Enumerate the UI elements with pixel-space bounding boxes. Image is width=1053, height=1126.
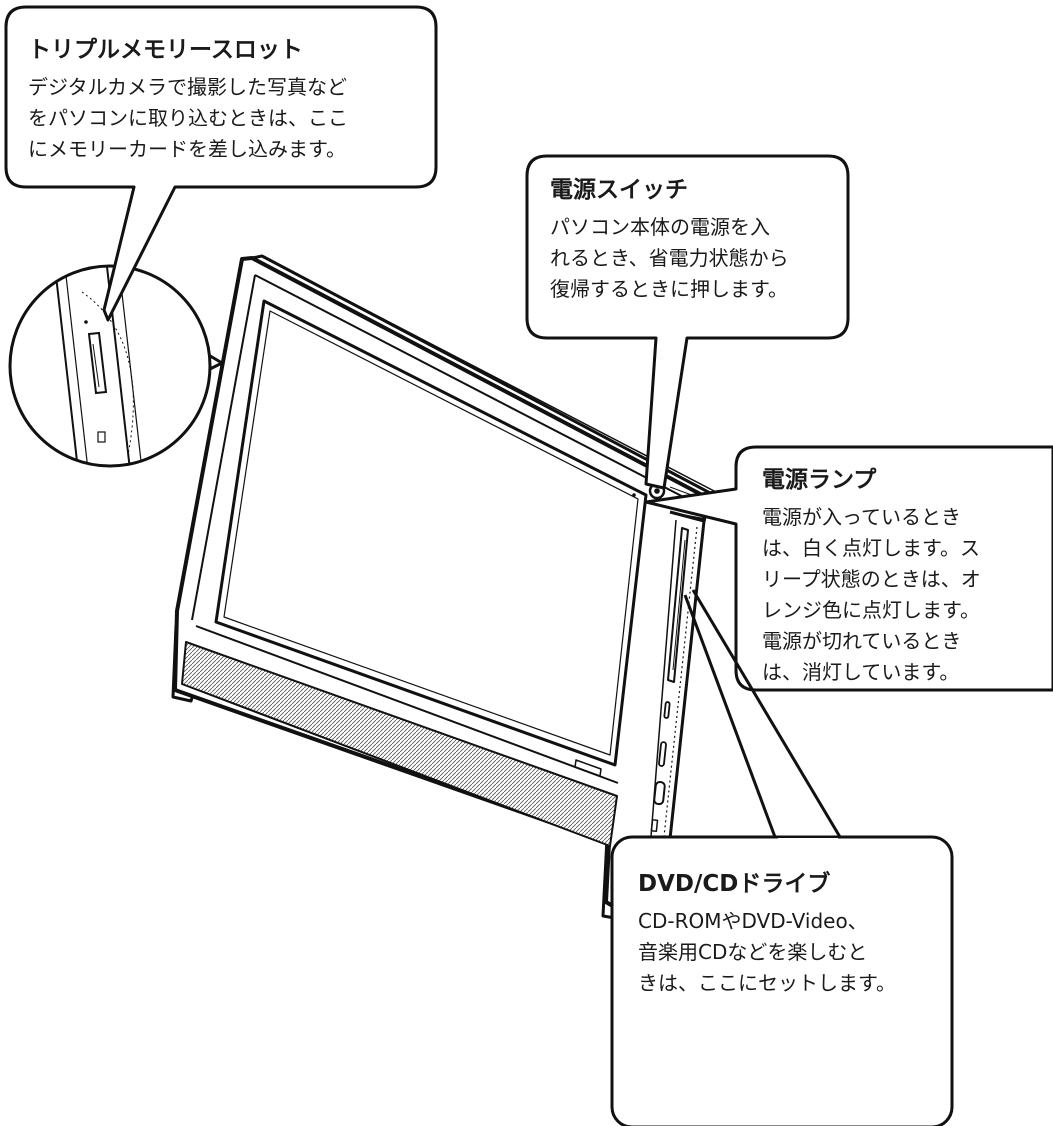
memory-slot-zoom <box>8 264 224 468</box>
callout-line: 復帰するときに押します。 <box>550 277 788 301</box>
callout-line: デジタルカメラで撮影した写真など <box>28 75 347 99</box>
callout-line: パソコン本体の電源を入 <box>550 215 770 239</box>
screen <box>214 299 648 767</box>
bezel-badge <box>574 759 602 777</box>
callout-line: 電源が切れているとき <box>762 629 962 653</box>
side-port-1 <box>663 701 671 719</box>
callout-bubbles <box>4 5 1053 1126</box>
speaker-grille <box>181 641 618 847</box>
callout-line: きは、ここにセットします。 <box>638 971 896 995</box>
callout-power-switch: 電源スイッチ パソコン本体の電源を入 れるとき、省電力状態から 復帰するときに押… <box>550 176 789 305</box>
callout-power-switch-box <box>525 154 850 490</box>
callout-memory-slot-title: トリプルメモリースロット <box>28 37 303 63</box>
callout-line: は、白く点灯します。ス <box>762 536 980 560</box>
dvd-slot <box>667 527 689 683</box>
callout-power-switch-title: 電源スイッチ <box>550 177 688 203</box>
callout-line: にメモリーカードを差し込みます。 <box>28 137 346 161</box>
callout-memory-slot: トリプルメモリースロット デジタルカメラで撮影した写真など をパソコンに取り込む… <box>28 36 348 165</box>
callout-line: をパソコンに取り込むときは、ここ <box>28 106 348 130</box>
callout-line: 電源が入っているとき <box>762 505 961 529</box>
callout-line: CD-ROMやDVD-Video、 <box>638 909 868 933</box>
callout-power-switch-body: パソコン本体の電源を入 れるとき、省電力状態から 復帰するときに押します。 <box>550 212 789 305</box>
callout-dvd-drive-body: CD-ROMやDVD-Video、 音楽用CDなどを楽しむと きは、ここにセット… <box>638 906 896 999</box>
callout-line: れるとき、省電力状態から <box>550 246 789 270</box>
power-lamp <box>632 493 636 497</box>
callout-dvd-drive-box <box>610 835 954 1126</box>
callout-power-lamp: 電源ランプ 電源が入っているとき は、白く点灯します。ス リープ状態のときは、オ… <box>762 466 981 688</box>
side-port-2 <box>658 741 667 767</box>
callout-dvd-drive: DVD/CDドライブ CD-ROMやDVD-Video、 音楽用CDなどを楽しむ… <box>638 870 896 999</box>
monitor <box>171 254 717 922</box>
callout-line: は、消灯しています。 <box>762 660 960 684</box>
callout-memory-slot-body: デジタルカメラで撮影した写真など をパソコンに取り込むときは、ここ にメモリーカ… <box>28 72 348 165</box>
callout-memory-slot-box <box>4 5 438 322</box>
callout-line: レンジ色に点灯します。 <box>762 598 980 622</box>
callout-line: 音楽用CDなどを楽しむと <box>638 940 868 964</box>
callout-line: リープ状態のときは、オ <box>762 567 981 591</box>
side-port-3 <box>653 781 666 806</box>
dvd-leader <box>683 589 842 838</box>
memory-card-slot <box>87 331 108 395</box>
callout-power-lamp-title: 電源ランプ <box>762 467 877 493</box>
callout-power-lamp-body: 電源が入っているとき は、白く点灯します。ス リープ状態のときは、オ レンジ色に… <box>762 502 981 688</box>
side-port-4 <box>650 819 659 833</box>
callout-dvd-drive-title: DVD/CDドライブ <box>638 871 831 897</box>
